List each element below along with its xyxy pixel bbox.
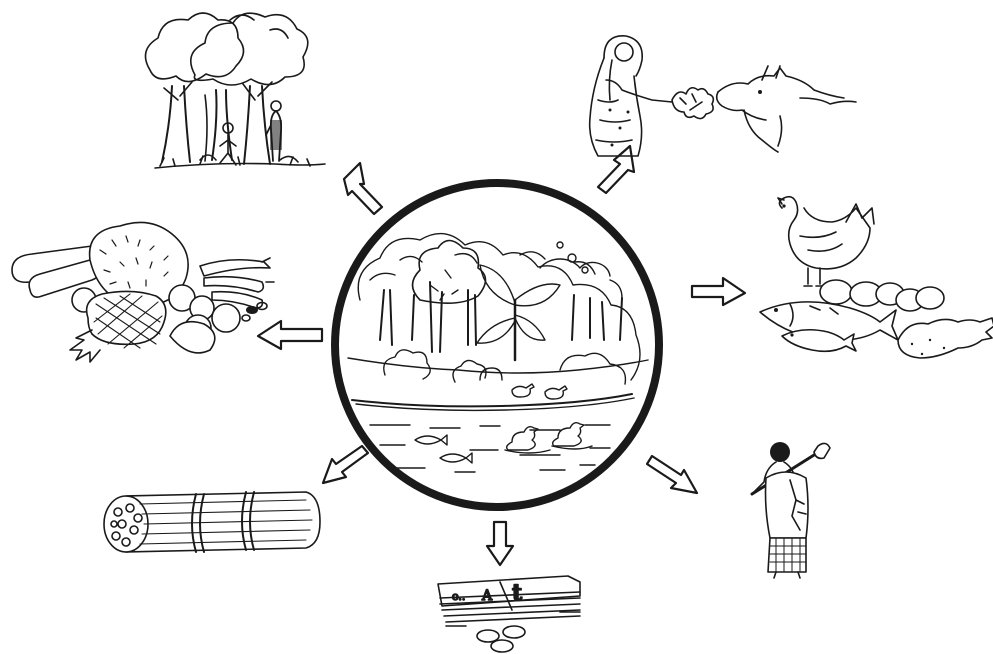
center-circle <box>331 179 663 511</box>
man-with-axe-icon <box>750 442 831 579</box>
money-bills-coins-icon: o.. A t <box>437 575 581 653</box>
woman-feeding-cow-icon <box>588 35 857 157</box>
shade-trees-icon <box>144 12 326 169</box>
arrow-to-poultry <box>690 276 747 307</box>
firewood-bundle-icon <box>103 491 321 553</box>
arrows <box>256 144 747 567</box>
arrow-to-trees <box>342 161 384 216</box>
arrow-to-cattle <box>596 144 636 195</box>
bill-letter-text: A <box>481 588 493 604</box>
arrow-to-labor <box>645 454 699 495</box>
bill-dots-text: o.. <box>452 590 465 603</box>
fruits-pile-icon <box>11 221 275 363</box>
arrow-to-fruits <box>256 319 324 351</box>
currency-symbol-text: t <box>512 580 523 606</box>
pond-and-homestead-forest-icon <box>347 232 649 473</box>
arrow-to-money <box>485 520 515 567</box>
poultry-fish-eggs-icon <box>759 195 993 359</box>
arrow-to-firewood <box>321 444 370 485</box>
